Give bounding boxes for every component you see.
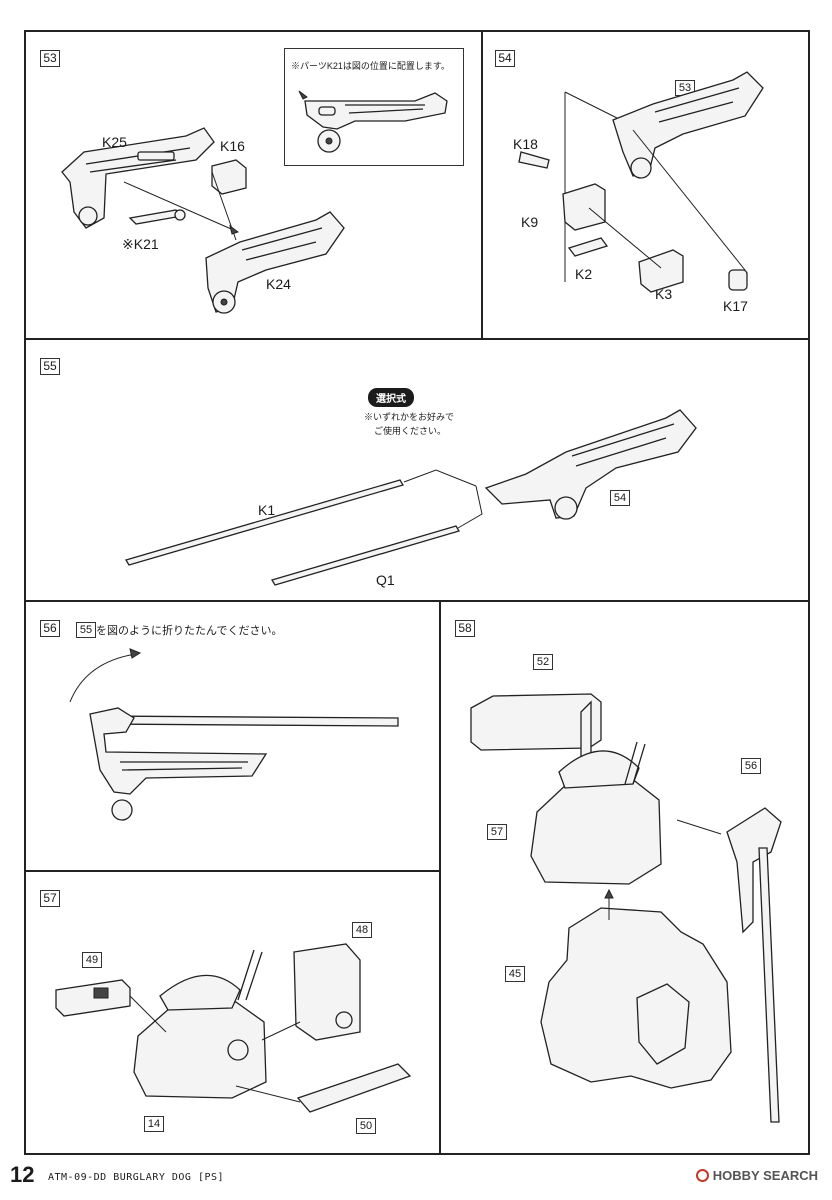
step-number: 53 xyxy=(40,50,60,67)
part-label-q1: Q1 xyxy=(376,572,395,588)
ref-part-50: 50 xyxy=(356,1118,376,1134)
step-57-drawing xyxy=(55,943,412,1113)
ref-step-55: 55 xyxy=(76,622,96,638)
fold-instruction: を図のように折りたたんでください。 xyxy=(96,625,283,637)
step-number: 58 xyxy=(455,620,475,637)
step-53-drawing xyxy=(61,127,345,314)
step-number: 54 xyxy=(495,50,515,67)
step-number: 55 xyxy=(40,358,60,375)
step-number: 57 xyxy=(40,890,60,907)
divider xyxy=(26,338,808,340)
ref-part-52: 52 xyxy=(533,654,553,670)
brand-icon xyxy=(695,1169,709,1182)
step-55-panel: 55 選択式 ※いずれかをお好みで ご使用ください。 K1 Q1 54 xyxy=(26,340,808,600)
step-56-drawing xyxy=(69,648,399,821)
part-label-k3: K3 xyxy=(655,286,673,302)
step-58-drawing xyxy=(470,693,782,1123)
inset-part-drawing xyxy=(298,90,448,153)
selection-note-2: ご使用ください。 xyxy=(374,426,447,436)
divider xyxy=(481,32,483,340)
inset-note: ※パーツK21は図の位置に配置します。 xyxy=(291,61,450,71)
part-label-k24: K24 xyxy=(266,276,291,292)
step-55-drawing xyxy=(125,409,697,586)
ref-part-45: 45 xyxy=(505,966,525,982)
ref-step-54: 54 xyxy=(610,490,630,506)
brand-name: HOBBY SEARCH xyxy=(712,1168,818,1183)
divider xyxy=(26,870,441,872)
part-label-k2: K2 xyxy=(575,266,593,282)
divider xyxy=(26,600,808,602)
instruction-sheet: 53 ※パーツK21は図の位置に配置します。 xyxy=(24,30,810,1155)
part-label-k1: K1 xyxy=(258,502,276,518)
ref-part-14: 14 xyxy=(144,1116,164,1132)
part-label-k9: K9 xyxy=(521,214,539,230)
selection-badge: 選択式 xyxy=(368,388,414,407)
step-54-panel: 54 53 K18 K9 K2 K3 K17 xyxy=(483,32,810,338)
model-title: ATM-09-DD BURGLARY DOG [PS] xyxy=(48,1172,225,1183)
ref-part-49: 49 xyxy=(82,952,102,968)
part-label-k18: K18 xyxy=(513,136,538,152)
divider xyxy=(439,600,441,1153)
part-label-k21: ※K21 xyxy=(122,236,159,252)
part-label-k25: K25 xyxy=(102,134,127,150)
ref-part-56: 56 xyxy=(741,758,761,774)
step-number: 56 xyxy=(40,620,60,637)
inset-box: ※パーツK21は図の位置に配置します。 xyxy=(284,48,464,166)
part-label-k16: K16 xyxy=(220,138,245,154)
step-53-panel: 53 ※パーツK21は図の位置に配置します。 xyxy=(26,32,481,338)
step-57-panel: 57 49 48 14 50 xyxy=(26,872,439,1155)
ref-part-57: 57 xyxy=(487,824,507,840)
part-label-k17: K17 xyxy=(723,298,748,314)
step-54-drawing xyxy=(518,71,764,293)
selection-note: ※いずれかをお好みで xyxy=(364,412,455,422)
brand-watermark: HOBBY SEARCH xyxy=(695,1168,818,1183)
page-number: 12 xyxy=(10,1162,35,1187)
step-58-panel: 58 52 56 57 45 xyxy=(441,602,810,1155)
ref-part-48: 48 xyxy=(352,922,372,938)
step-56-panel: 56 55 を図のように折りたたんでください。 xyxy=(26,602,439,870)
